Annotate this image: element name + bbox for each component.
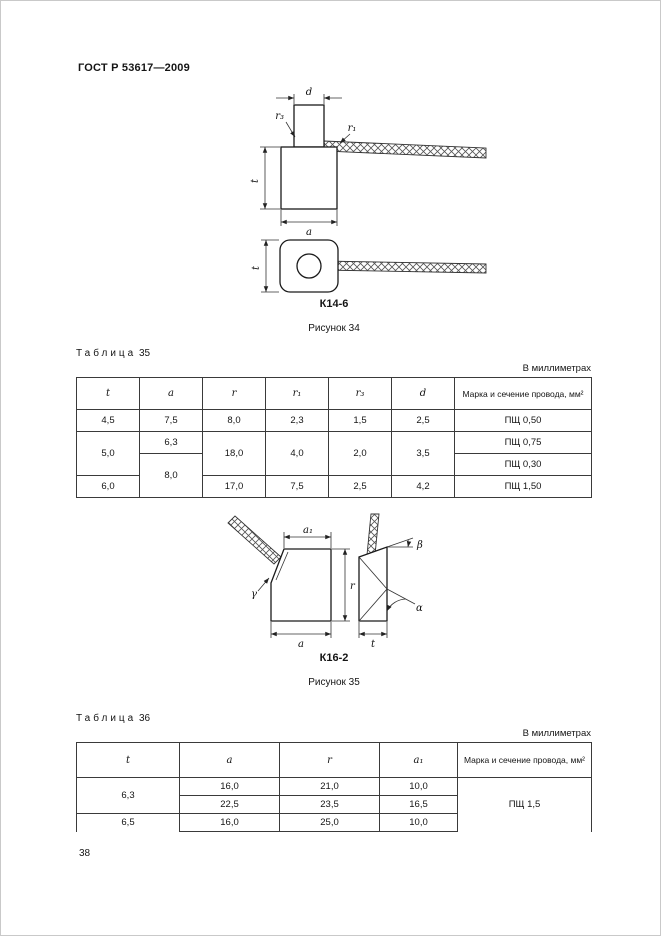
cell: ПЩ 0,50 <box>454 409 592 432</box>
table-36: t a r a₁ Марка и сечение провода, мм² 6,… <box>76 742 592 832</box>
cell: 4,0 <box>265 431 329 476</box>
table-row: 6,3 16,0 21,0 10,0 ПЩ 1,5 <box>76 777 592 832</box>
col-header-t: t <box>76 377 140 410</box>
table36-section: Таблица 36 В миллиметрах t a r a₁ Марка … <box>76 713 592 832</box>
cell: 7,5 <box>265 475 329 498</box>
col-header-r3: r₃ <box>328 377 392 410</box>
cell: 10,0 <box>379 813 458 832</box>
figure35-type-label: К16-2 <box>319 652 349 664</box>
table-row: 6,5 16,0 25,0 10,0 <box>76 813 592 832</box>
figure-35: a₁ r a γ β <box>77 511 591 688</box>
cell: 16,0 <box>179 813 280 832</box>
col-header-a: a <box>139 377 203 410</box>
cell: 2,0 <box>328 431 392 476</box>
table-row: 5,0 6,3 18,0 4,0 2,0 3,5 ПЩ 0,75 <box>76 431 592 476</box>
dim-label-gamma: γ <box>251 589 257 600</box>
dim-label-t: t <box>250 178 261 183</box>
table35-title: Таблица 35 <box>76 348 591 359</box>
dim-label-t2: t <box>251 265 262 270</box>
col-header-r: r <box>279 742 380 778</box>
dim-label-a2: a <box>298 639 304 650</box>
figure35-drawing: a₁ r a γ β <box>227 513 423 650</box>
shunt-wire-side <box>323 140 487 159</box>
dim-label-r1: r₁ <box>348 123 357 134</box>
cell: 3,5 <box>391 431 455 476</box>
col-header-a: a <box>179 742 280 778</box>
cell: ПЩ 1,50 <box>454 475 592 498</box>
figure-34: d r₃ r₁ t a t К <box>77 85 591 334</box>
cell: 2,5 <box>328 475 392 498</box>
cell: 6,3 <box>76 777 180 814</box>
col-header-wire: Марка и сечение провода, мм² <box>454 377 592 410</box>
col-header-t: t <box>76 742 180 778</box>
cell: 1,5 <box>328 409 392 432</box>
table35-title-number: 35 <box>139 348 151 359</box>
cell: 2,5 <box>391 409 455 432</box>
cell: 6,5 <box>76 813 180 832</box>
cell: 16,5 <box>379 795 458 814</box>
dim-label-a: a <box>306 227 312 238</box>
dim-label-d: d <box>306 87 312 98</box>
table35-title-word: Таблица <box>76 348 137 359</box>
cell: 7,5 <box>139 409 203 432</box>
table36-header-row: t a r a₁ Марка и сечение провода, мм² <box>76 742 592 778</box>
cell: 10,0 <box>379 777 458 796</box>
cell: ПЩ 1,5 <box>457 777 592 832</box>
cell: 22,5 <box>179 795 280 814</box>
figure35-caption: Рисунок 35 <box>308 677 360 688</box>
dim-label-beta: β <box>416 540 423 551</box>
cell: 4,5 <box>76 409 140 432</box>
table-row: 22,5 23,5 16,5 <box>77 795 592 814</box>
cell: ПЩ 0,75 <box>454 431 592 454</box>
dim-label-t3: t <box>371 639 376 650</box>
table-row: 6,0 17,0 7,5 2,5 4,2 ПЩ 1,50 <box>76 475 592 498</box>
figure34-drawing: d r₃ r₁ t a t <box>250 87 487 293</box>
table35-header-row: t a r r₁ r₃ d Марка и сечение провода, м… <box>76 377 592 410</box>
table35-units: В миллиметрах <box>522 363 591 374</box>
brush-front-view <box>270 548 332 622</box>
dim-label-a1: a₁ <box>303 525 313 536</box>
shunt-hole <box>296 253 322 279</box>
table-row: 4,5 7,5 8,0 2,3 1,5 2,5 ПЩ 0,50 <box>76 409 592 432</box>
cell: 21,0 <box>279 777 380 796</box>
table-35: t a r r₁ r₃ d Марка и сечение провода, м… <box>76 377 592 498</box>
brush-shank <box>293 104 325 148</box>
cell: 5,0 <box>76 431 140 476</box>
standard-number: ГОСТ Р 53617—2009 <box>78 62 190 74</box>
cell: 8,0 <box>139 453 203 498</box>
shunt-wire-vertical <box>366 513 380 556</box>
figure34-type-label: К14-6 <box>319 298 349 310</box>
table-row: 8,0 ПЩ 0,30 <box>77 453 592 498</box>
dim-label-r3: r₃ <box>275 111 284 122</box>
shunt-wire-angled <box>227 515 282 565</box>
cell: 6,3 <box>139 431 203 454</box>
cell: 4,2 <box>391 475 455 498</box>
cell: 25,0 <box>279 813 380 832</box>
shunt-wire-top <box>320 260 487 274</box>
table35-section: Таблица 35 В миллиметрах t a r r₁ r₃ d М… <box>76 348 592 498</box>
table36-units: В миллиметрах <box>522 728 591 739</box>
col-header-d: d <box>391 377 455 410</box>
col-header-r1: r₁ <box>265 377 329 410</box>
table36-title: Таблица 36 <box>76 713 591 724</box>
cell: 18,0 <box>202 431 266 476</box>
cell: ПЩ 0,30 <box>454 453 592 476</box>
figure34-caption: Рисунок 34 <box>308 323 360 334</box>
col-header-wire: Марка и сечение провода, мм² <box>457 742 592 778</box>
brush-body <box>280 146 338 210</box>
cell: 8,0 <box>202 409 266 432</box>
col-header-r: r <box>202 377 266 410</box>
page-number: 38 <box>79 848 91 859</box>
cell: 6,0 <box>76 475 140 498</box>
dim-label-alpha: α <box>416 603 423 614</box>
cell: 17,0 <box>202 475 266 498</box>
cell: 23,5 <box>279 795 380 814</box>
col-header-a1: a₁ <box>379 742 458 778</box>
cell: 16,0 <box>179 777 280 796</box>
table36-title-word: Таблица <box>76 713 137 724</box>
table36-title-number: 36 <box>139 713 151 724</box>
cell: 2,3 <box>265 409 329 432</box>
dim-label-r: r <box>350 581 356 592</box>
